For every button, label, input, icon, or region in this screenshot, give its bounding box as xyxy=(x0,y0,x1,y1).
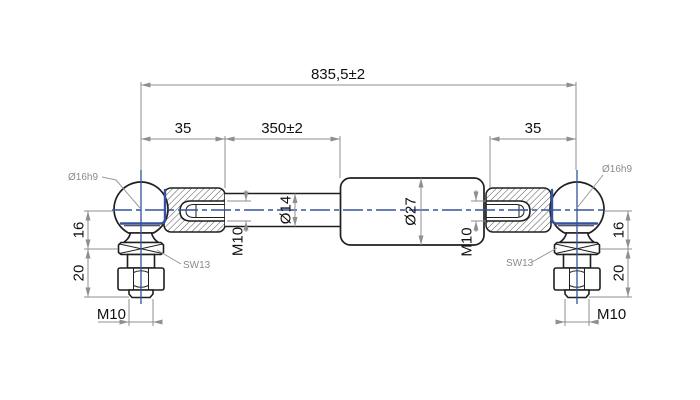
dim-rod-diameter: Ø14 xyxy=(277,196,294,224)
diameter-dimensions: M10 M10 Ø14 Ø27 xyxy=(227,178,486,257)
dim-stroke-length: 350±2 xyxy=(261,120,303,137)
dim-right-ball-to-flange: 16 xyxy=(610,222,627,239)
dim-overall-length: 835,5±2 xyxy=(311,66,365,83)
callout-right-wrench-size: SW13 xyxy=(506,258,534,269)
dim-left-ball-to-flange: 16 xyxy=(70,222,87,239)
dim-tube-diameter: Ø27 xyxy=(402,197,419,225)
callout-left-ball-diameter: Ø16h9 xyxy=(68,172,98,183)
dim-left-stud-thread: M10 xyxy=(97,306,126,323)
cylinder-tube xyxy=(339,177,485,246)
leader-line xyxy=(576,174,604,209)
leader-line xyxy=(156,249,182,265)
bottom-stud-dimensions: M10 M10 xyxy=(97,299,626,326)
callouts: Ø16h9 Ø16h9 SW13 SW13 xyxy=(68,164,632,271)
right-thread-minor-line xyxy=(486,204,525,218)
top-dimensions: 835,5±2 35 350±2 35 xyxy=(140,66,577,188)
leader-line xyxy=(101,176,141,209)
callout-right-ball-diameter: Ø16h9 xyxy=(602,164,632,175)
left-side-dimensions: 16 20 xyxy=(70,210,129,298)
callout-left-wrench-size: SW13 xyxy=(183,260,211,271)
dim-left-joint-length: 35 xyxy=(175,120,192,137)
dim-left-flange-to-stud-end: 20 xyxy=(70,265,87,282)
dim-right-flange-to-stud-end: 20 xyxy=(610,265,627,282)
left-thread-minor-line xyxy=(185,204,225,218)
dim-left-socket-thread: M10 xyxy=(229,227,246,256)
dim-right-stud-thread: M10 xyxy=(597,306,626,323)
left-thread-hole xyxy=(179,200,226,222)
right-side-dimensions: 16 20 xyxy=(589,210,632,298)
left-socket-rim xyxy=(119,188,167,225)
leader-line xyxy=(531,247,558,263)
right-socket-rim xyxy=(550,188,599,225)
centerlines xyxy=(112,170,606,304)
dim-right-socket-thread: M10 xyxy=(458,227,475,256)
dim-right-joint-length: 35 xyxy=(525,120,542,137)
